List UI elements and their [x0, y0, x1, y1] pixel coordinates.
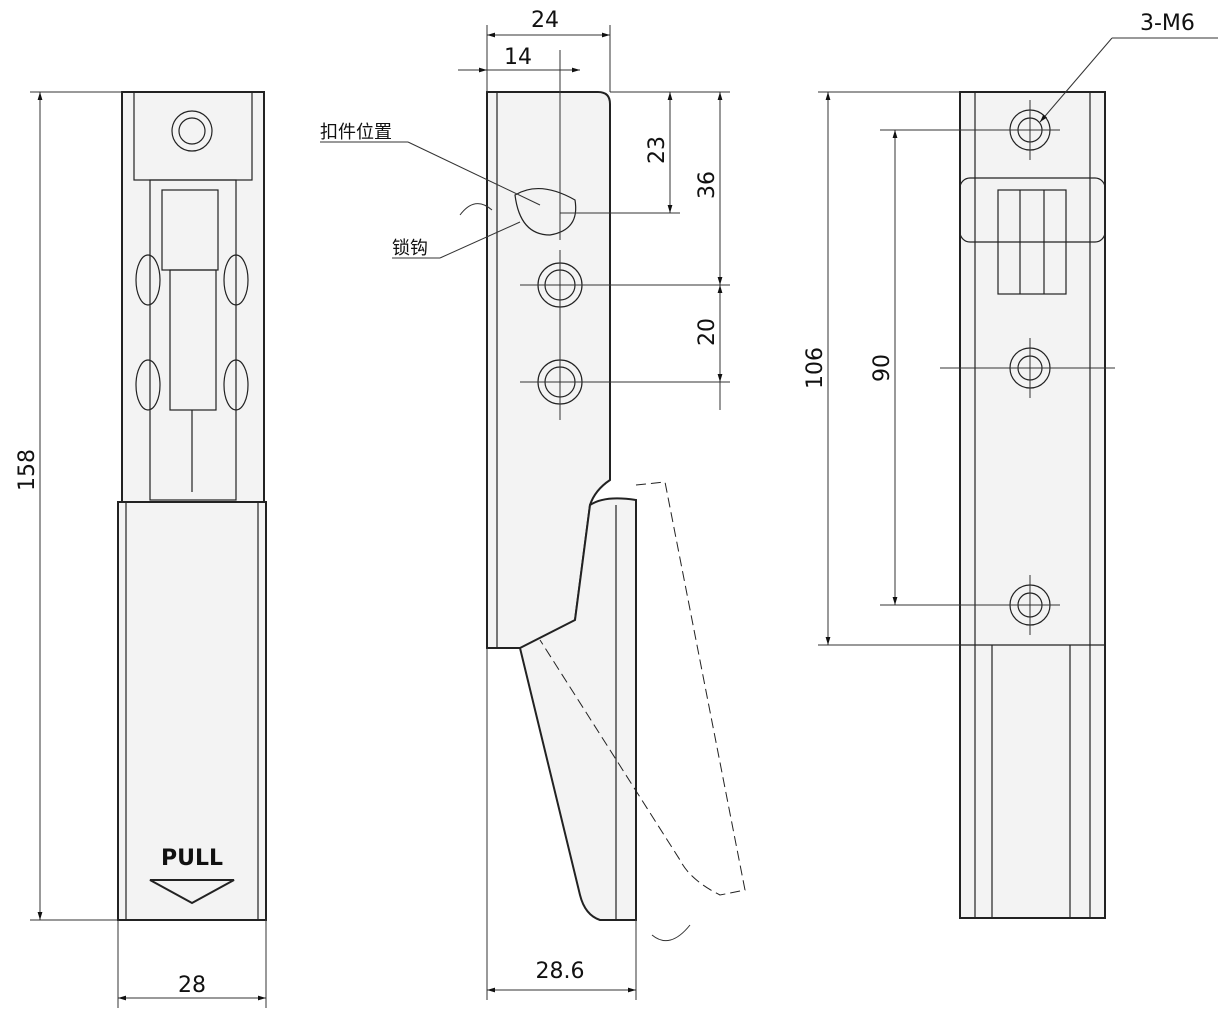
dim-90: 90 — [870, 354, 895, 382]
rear-view: 106 90 3-M6 — [803, 11, 1218, 919]
arrow-down-icon — [149, 879, 235, 905]
front-view: PULL 158 28 — [15, 91, 267, 1008]
dim-158: 158 — [15, 449, 40, 491]
dim-28-6: 28.6 — [536, 959, 585, 984]
dim-106: 106 — [803, 347, 828, 389]
dim-23: 23 — [645, 136, 670, 164]
side-view: 24 14 23 36 20 扣件位置 锁钩 28.6 — [320, 8, 746, 1000]
catch-position-label: 扣件位置 — [320, 122, 392, 143]
lock-hook-label: 锁钩 — [392, 238, 428, 259]
dim-36: 36 — [695, 171, 720, 199]
dim-20: 20 — [695, 318, 720, 346]
pull-label: PULL — [161, 846, 223, 871]
dim-24: 24 — [531, 8, 559, 33]
rotate-arrow-icon — [651, 924, 691, 942]
hole-spec-label: 3-M6 — [1140, 11, 1195, 36]
dim-28: 28 — [178, 973, 206, 998]
rotate-arrow-icon — [459, 203, 493, 216]
dim-14: 14 — [504, 45, 532, 70]
spring-mechanism-icon — [135, 254, 249, 411]
